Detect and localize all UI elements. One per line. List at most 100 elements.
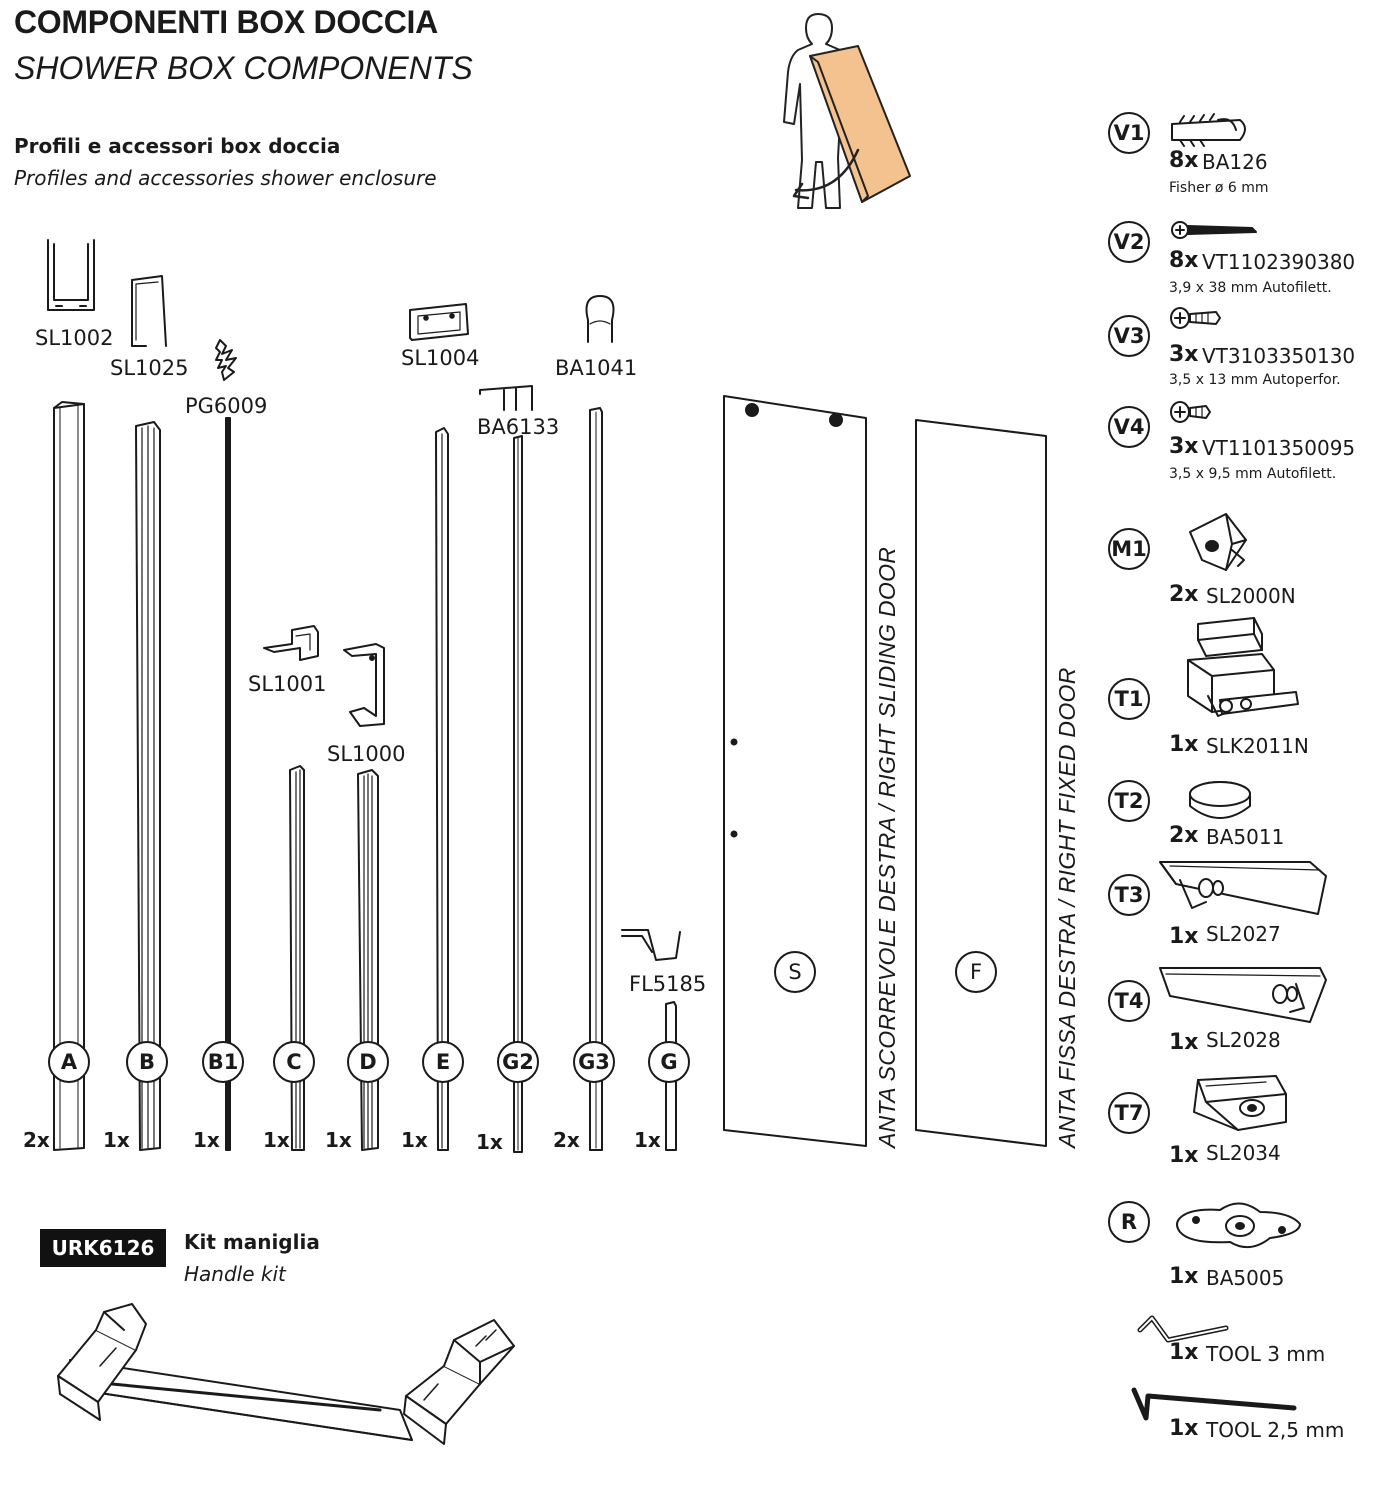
hardware-t4-code: SL2028 — [1206, 1028, 1281, 1052]
profile-b-drawing — [131, 275, 167, 1151]
hardware-v1-qty: 8x — [1169, 148, 1199, 173]
cap-t2-icon — [1189, 781, 1251, 819]
hardware-r-marker: R — [1108, 1201, 1150, 1243]
profile-g3-code: BA1041 — [555, 356, 638, 380]
hardware-t4-marker: T4 — [1108, 980, 1150, 1022]
hardware-v4-desc: 3,5 x 9,5 mm Autofilett. — [1169, 466, 1337, 482]
handle-kit-name-italian: Kit maniglia — [184, 1230, 320, 1254]
carry-panel-illustration — [783, 13, 911, 209]
hardware-t7-qty: 1x — [1169, 1143, 1199, 1168]
profile-b-marker: B — [126, 1041, 168, 1083]
profile-c-code: SL1001 — [248, 672, 327, 696]
handle-kit-code-badge: URK6126 — [40, 1229, 166, 1267]
hardware-v3-marker: V3 — [1108, 315, 1150, 357]
profile-g2-qty: 1x — [476, 1130, 503, 1154]
hardware-v2-qty: 8x — [1169, 248, 1199, 273]
hardware-t7-code: SL2034 — [1206, 1141, 1281, 1165]
profile-g3-marker: G3 — [573, 1041, 615, 1083]
panel-f-marker: F — [955, 951, 997, 993]
plate-r-icon — [1176, 1202, 1301, 1249]
hardware-t1-qty: 1x — [1169, 732, 1199, 757]
profile-a-drawing — [47, 239, 95, 1151]
title-italian: COMPONENTI BOX DOCCIA — [14, 4, 438, 40]
hardware-v2-desc: 3,9 x 38 mm Autofilett. — [1169, 280, 1332, 296]
bracket-m1-icon — [1189, 513, 1247, 571]
hardware-v4-qty: 3x — [1169, 434, 1199, 459]
hardware-r-qty: 1x — [1169, 1264, 1199, 1289]
profile-e-drawing — [409, 303, 469, 1151]
profile-e-code: SL1004 — [401, 346, 480, 370]
profile-g3-drawing — [585, 295, 615, 1151]
profile-g-qty: 1x — [634, 1128, 661, 1152]
hardware-t3-qty: 1x — [1169, 924, 1199, 949]
profile-b1-drawing — [215, 339, 237, 1151]
handle-kit-name-english: Handle kit — [184, 1262, 286, 1286]
profile-g2-marker: G2 — [497, 1041, 539, 1083]
subtitle-english: Profiles and accessories shower enclosur… — [14, 166, 437, 190]
profile-b1-qty: 1x — [193, 1128, 220, 1152]
hardware-v2-code: VT1102390380 — [1202, 250, 1356, 274]
hardware-t7-marker: T7 — [1108, 1092, 1150, 1134]
hardware-t2-marker: T2 — [1108, 780, 1150, 822]
handle-kit-drawing — [57, 1303, 515, 1445]
tool-2-5mm-qty: 1x — [1169, 1416, 1199, 1441]
hardware-t2-qty: 2x — [1169, 823, 1199, 848]
bracket-t7-icon — [1193, 1075, 1287, 1131]
guide-t4-icon — [1159, 967, 1327, 1023]
profile-g-marker: G — [648, 1041, 690, 1083]
panel-f-label: ANTA FISSA DESTRA / RIGHT FIXED DOOR — [1054, 667, 1080, 1148]
hardware-m1-qty: 2x — [1169, 582, 1199, 607]
profile-g-code: FL5185 — [629, 972, 707, 996]
tool-3mm-label: TOOL 3 mm — [1206, 1342, 1326, 1366]
profile-b1-marker: B1 — [202, 1041, 244, 1083]
hardware-t2-code: BA5011 — [1206, 825, 1285, 849]
panel-s-marker: S — [774, 951, 816, 993]
hardware-v1-desc: Fisher ø 6 mm — [1169, 180, 1269, 196]
guide-t3-icon — [1159, 861, 1327, 915]
profile-g-drawing — [621, 929, 681, 1151]
profile-b-qty: 1x — [103, 1128, 130, 1152]
profile-c-qty: 1x — [263, 1128, 290, 1152]
hardware-t1-marker: T1 — [1108, 678, 1150, 720]
profile-b-code: SL1025 — [110, 356, 189, 380]
tool-3mm-qty: 1x — [1169, 1340, 1199, 1365]
hardware-t3-code: SL2027 — [1206, 922, 1281, 946]
hardware-t1-code: SLK2011N — [1206, 734, 1309, 758]
profile-d-code: SL1000 — [327, 742, 406, 766]
roller-t1-icon — [1187, 617, 1299, 717]
panel-s-label: ANTA SCORREVOLE DESTRA / RIGHT SLIDING D… — [874, 546, 900, 1148]
screw-v3-icon — [1170, 307, 1221, 329]
hardware-v3-desc: 3,5 x 13 mm Autoperfor. — [1169, 372, 1341, 388]
profile-a-code: SL1002 — [35, 326, 114, 350]
hardware-v3-code: VT3103350130 — [1202, 344, 1356, 368]
allen-key-3mm-icon — [1137, 1315, 1229, 1343]
title-english: SHOWER BOX COMPONENTS — [14, 50, 473, 86]
profile-c-marker: C — [273, 1041, 315, 1083]
screw-v4-icon — [1170, 401, 1211, 423]
wall-plug-icon — [1171, 113, 1246, 147]
subtitle-italian: Profili e accessori box doccia — [14, 134, 341, 158]
screw-v2-icon — [1171, 221, 1257, 239]
profile-d-qty: 1x — [325, 1128, 352, 1152]
hardware-v1-marker: V1 — [1108, 112, 1150, 154]
hardware-t3-marker: T3 — [1108, 874, 1150, 916]
tool-2-5mm-label: TOOL 2,5 mm — [1206, 1418, 1345, 1442]
hardware-t4-qty: 1x — [1169, 1030, 1199, 1055]
profile-g3-qty: 2x — [553, 1128, 580, 1152]
profile-e-qty: 1x — [401, 1128, 428, 1152]
profile-g2-drawing — [479, 385, 533, 1153]
profile-a-qty: 2x — [23, 1128, 50, 1152]
profile-e-marker: E — [422, 1041, 464, 1083]
hardware-m1-code: SL2000N — [1206, 584, 1296, 608]
profile-a-marker: A — [48, 1041, 90, 1083]
hardware-v1-code: BA126 — [1202, 150, 1268, 174]
panel-s-drawing — [723, 395, 867, 1147]
hardware-v3-qty: 3x — [1169, 342, 1199, 367]
panel-f-drawing — [915, 419, 1047, 1147]
hardware-r-code: BA5005 — [1206, 1266, 1285, 1290]
profile-b1-code: PG6009 — [185, 394, 268, 418]
allen-key-2-5mm-icon — [1131, 1387, 1297, 1421]
profile-d-marker: D — [347, 1041, 389, 1083]
